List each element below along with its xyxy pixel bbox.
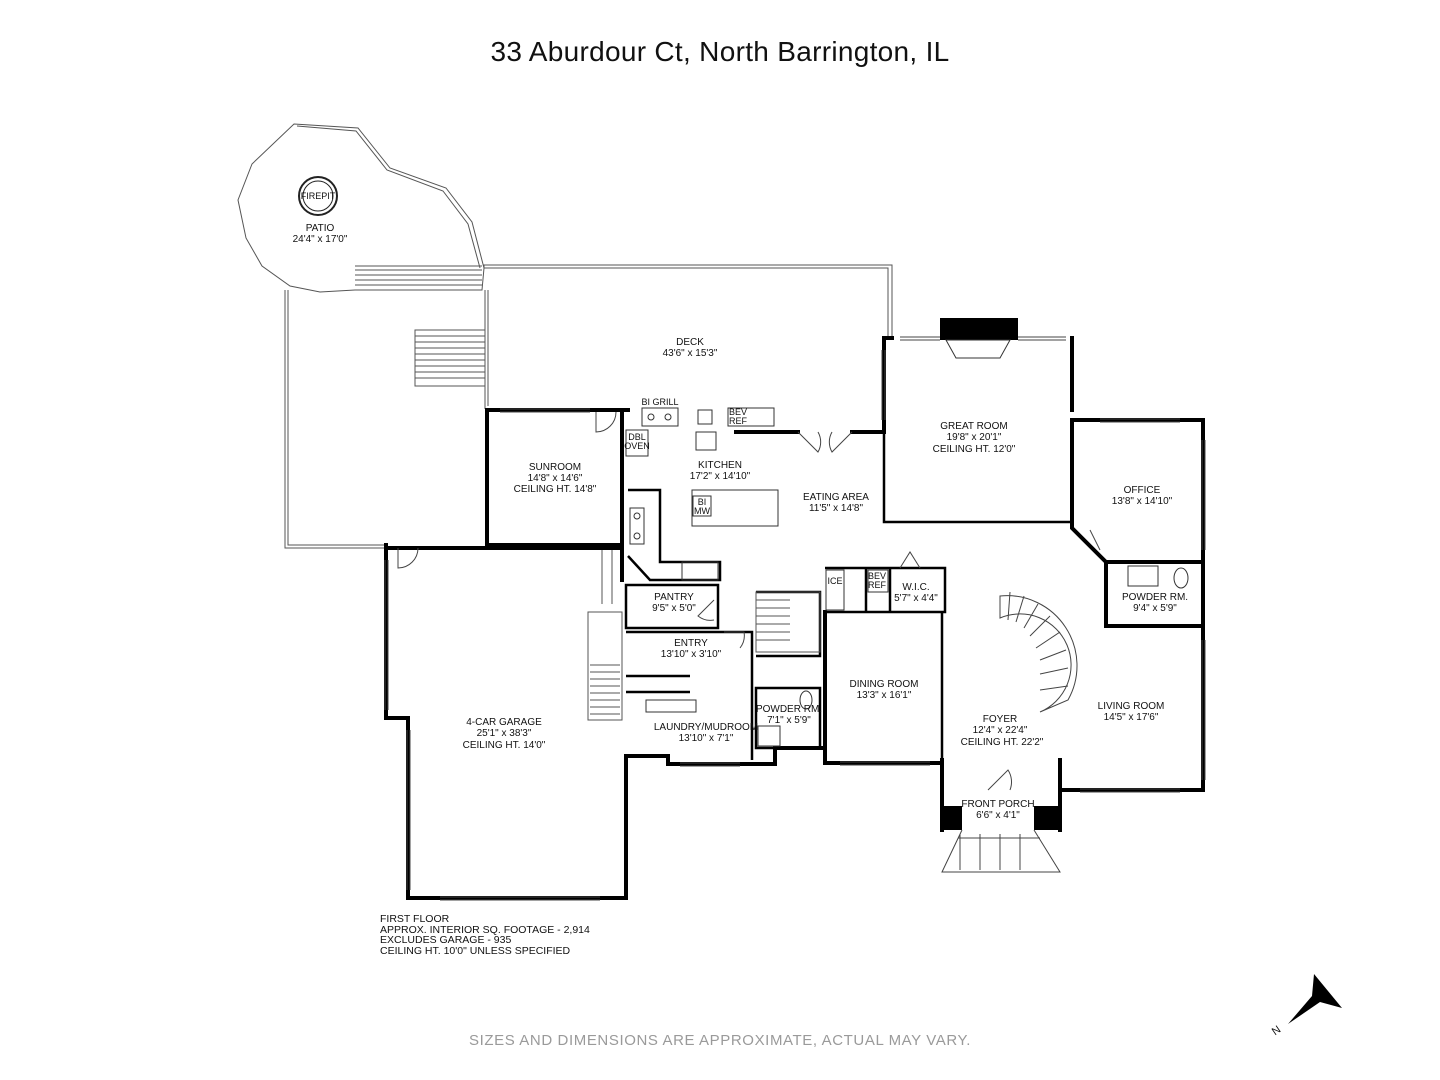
note-line: FIRST FLOOR <box>380 913 450 925</box>
room-labels: SUNROOM 14'8" x 14'6" CEILING HT. 14'8" … <box>463 421 1188 821</box>
front-porch-name: FRONT PORCH <box>961 799 1034 810</box>
kitchen-name: KITCHEN <box>698 460 742 471</box>
patio-name: PATIO <box>306 223 335 234</box>
deck-stairs <box>414 329 486 387</box>
dbl-oven-label-2: OVEN <box>624 441 650 451</box>
deck-dims: 43'6" x 15'3" <box>663 348 718 359</box>
entry-name: ENTRY <box>674 638 708 649</box>
pantry-dims: 9'5" x 5'0" <box>652 603 696 614</box>
patio-outline <box>237 123 485 293</box>
bev-ref2-label-1: BEV <box>868 571 886 581</box>
curved-staircase <box>999 591 1078 713</box>
foyer-dims: 12'4" x 22'4" <box>973 725 1028 736</box>
deck-outline <box>284 264 893 549</box>
exterior-walls <box>384 336 1205 900</box>
garage-ceiling: CEILING HT. 14'0" <box>463 740 546 751</box>
kitchen-fixtures <box>625 407 1189 747</box>
windows <box>384 336 1206 901</box>
bi-mw-label-2: MW <box>694 506 710 516</box>
note-line: CEILING HT. 10'0" UNLESS SPECIFIED <box>380 944 571 957</box>
wic-name: W.I.C. <box>902 582 929 593</box>
floor-plan-title: 33 Aburdour Ct, North Barrington, IL <box>490 36 950 67</box>
laundry-dims: 13'10" x 7'1" <box>679 733 734 744</box>
note-line: EXCLUDES GARAGE - 935 <box>380 934 512 946</box>
sunroom-name: SUNROOM <box>529 462 581 473</box>
office-dims: 13'8" x 14'10" <box>1112 496 1173 507</box>
foyer-ceiling: CEILING HT. 22'2" <box>961 737 1044 748</box>
great-room-ceiling: CEILING HT. 12'0" <box>933 444 1016 455</box>
garage-dims: 25'1" x 38'3" <box>477 728 532 739</box>
note-line: APPROX. INTERIOR SQ. FOOTAGE - 2,914 <box>380 923 590 936</box>
front-porch-dims: 6'6" x 4'1" <box>976 810 1020 821</box>
bi-mw-label-1: BI <box>698 497 707 507</box>
dining-room-name: DINING ROOM <box>850 679 919 690</box>
entry-dims: 13'10" x 3'10" <box>661 649 722 660</box>
pantry-name: PANTRY <box>654 592 694 603</box>
office-name: OFFICE <box>1124 485 1161 496</box>
powder-rm-1-dims: 7'1" x 5'9" <box>767 715 811 726</box>
disclaimer: SIZES AND DIMENSIONS ARE APPROXIMATE, AC… <box>469 1032 971 1049</box>
eating-area-name: EATING AREA <box>803 492 869 503</box>
north-arrow-icon: N <box>1270 974 1342 1038</box>
bev-ref2-label-2: REF <box>868 580 887 590</box>
deck-name: DECK <box>676 337 704 348</box>
fireplace <box>940 318 1018 340</box>
ice-label: ICE <box>827 576 842 586</box>
wic-dims: 5'7" x 4'4" <box>894 593 938 604</box>
living-room-name: LIVING ROOM <box>1098 701 1165 712</box>
living-room-dims: 14'5" x 17'6" <box>1104 712 1159 723</box>
dbl-oven-label-1: DBL <box>628 432 646 442</box>
dining-room-dims: 13'3" x 16'1" <box>857 690 912 701</box>
kitchen-dims: 17'2" x 14'10" <box>690 471 751 482</box>
floor-notes: FIRST FLOOR APPROX. INTERIOR SQ. FOOTAGE… <box>380 914 590 956</box>
sunroom-ceiling: CEILING HT. 14'8" <box>514 484 597 495</box>
bi-grill-label: BI GRILL <box>641 397 678 407</box>
eating-area-dims: 11'5" x 14'8" <box>809 503 864 514</box>
powder-rm-1-name: POWDER RM. <box>756 704 822 715</box>
firepit-icon <box>298 176 338 216</box>
foyer-name: FOYER <box>983 714 1017 725</box>
service-stairs <box>587 550 821 721</box>
bev-ref-label-2: REF <box>729 416 748 426</box>
bev-ref-label-1: BEV <box>729 407 747 417</box>
door-swings <box>397 411 1101 791</box>
laundry-name: LAUNDRY/MUDROOM <box>654 722 758 733</box>
powder-rm-2-dims: 9'4" x 5'9" <box>1133 603 1177 614</box>
great-room-dims: 19'8" x 20'1" <box>947 432 1002 443</box>
sunroom-dims: 14'8" x 14'6" <box>528 473 583 484</box>
firepit-label: FIREPIT <box>301 191 336 201</box>
great-room-name: GREAT ROOM <box>940 421 1007 432</box>
patio-dims: 24'4" x 17'0" <box>293 234 348 245</box>
front-porch <box>941 806 1061 873</box>
garage-name: 4-CAR GARAGE <box>466 717 542 728</box>
powder-rm-2-name: POWDER RM. <box>1122 592 1188 603</box>
